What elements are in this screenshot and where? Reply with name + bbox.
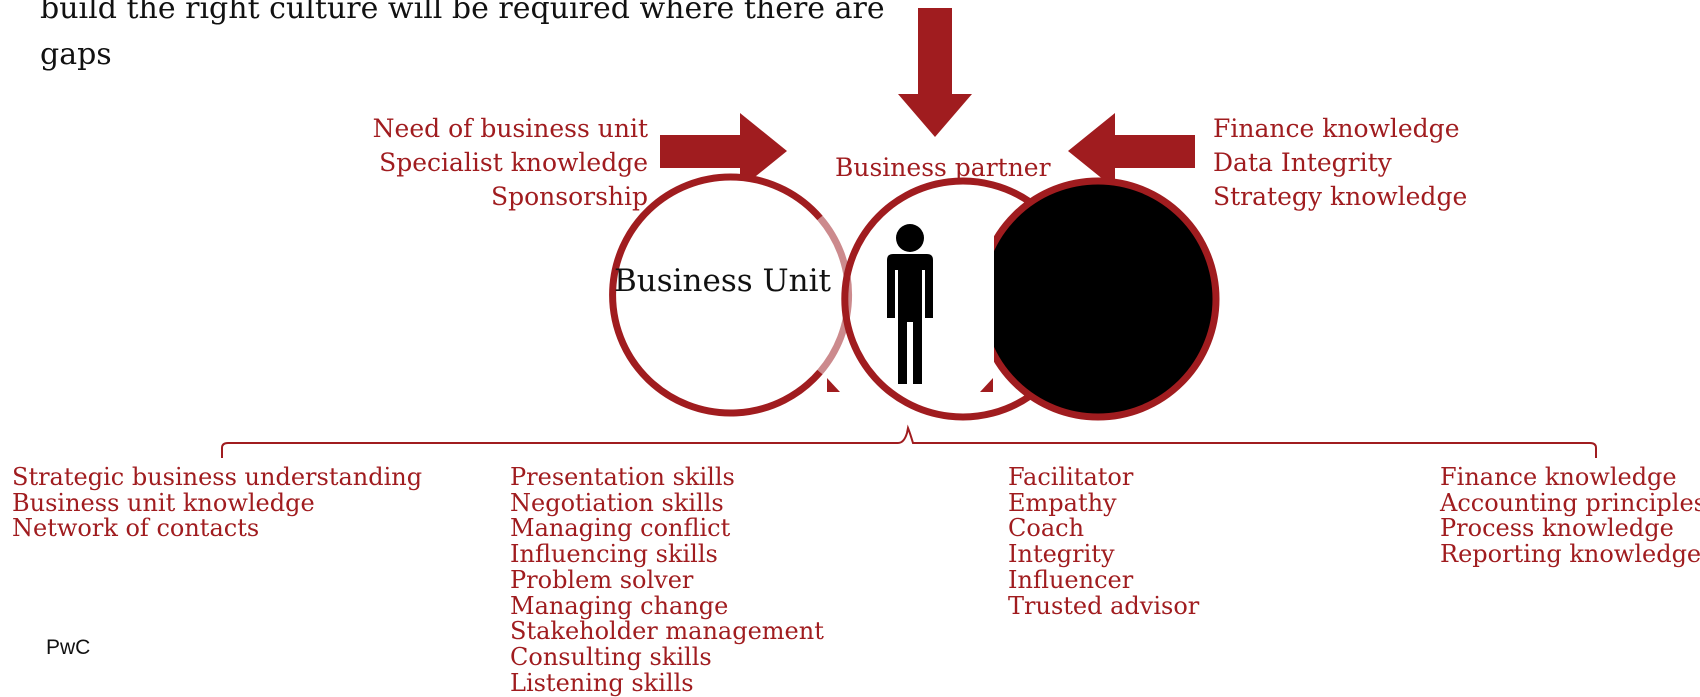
skill-item: Presentation skills [510,463,735,491]
footer-brand: PwC [46,636,91,659]
right-triangle-marker [980,378,993,392]
skills-column-business: Strategic business understanding Busines… [12,463,423,543]
skill-item: Managing change [510,591,729,620]
skill-item: Accounting principles [1440,488,1700,517]
skill-item: Trusted advisor [1008,591,1200,620]
skills-brace [221,424,1597,458]
skill-item: Managing conflict [510,514,731,543]
intro-text: build the right culture will be required… [40,0,885,72]
arrow-right-icon [660,113,787,189]
skill-item: Influencer [1008,565,1134,594]
skill-item: Listening skills [510,668,694,697]
skill-item: Facilitator [1008,463,1134,491]
skill-item: Process knowledge [1440,514,1674,543]
right-circle [976,177,1220,421]
skill-item: Business unit knowledge [12,488,315,517]
skill-item: Empathy [1008,488,1117,517]
finance-inputs: Finance knowledge Data Integrity Strateg… [1213,112,1467,214]
skill-item: Strategic business understanding [12,463,423,491]
skills-column-finance: Finance knowledge Accounting principles … [1440,463,1700,569]
skills-column-interpersonal: Presentation skills Negotiation skills M… [510,463,824,697]
input-line: Specialist knowledge [379,148,648,177]
right-circle-edge [966,226,994,372]
skill-item: Consulting skills [510,642,712,671]
skill-item: Stakeholder management [510,617,824,646]
skill-item: Finance knowledge [1440,463,1677,491]
business-unit-label: Business Unit [613,263,831,299]
arrow-left-icon [1068,113,1195,189]
left-triangle-marker [827,378,840,392]
arrow-down-icon [898,8,972,137]
input-line: Sponsorship [490,182,648,211]
business-unit-inputs: Need of business unit Specialist knowled… [373,112,648,214]
input-line: Finance knowledge [1213,114,1460,143]
skill-item: Integrity [1008,540,1115,569]
right-circle-rim [841,177,1032,421]
input-line: Need of business unit [372,114,648,143]
skill-item: Problem solver [510,565,694,594]
business-partner-label: Business partner [835,153,1051,182]
business-unit-circle-highlight [817,215,853,375]
skill-item: Reporting knowledge [1440,540,1700,569]
input-line: Strategy knowledge [1213,182,1468,211]
skill-item: Negotiation skills [510,488,724,517]
skill-item: Influencing skills [510,540,718,569]
person-icon [887,224,933,384]
input-line: Data Integrity [1213,148,1392,177]
business-unit-circle [609,173,823,417]
skill-item: Coach [1008,514,1085,543]
skill-item: Network of contacts [12,514,260,543]
skills-column-personal: Facilitator Empathy Coach Integrity Infl… [1008,463,1200,620]
